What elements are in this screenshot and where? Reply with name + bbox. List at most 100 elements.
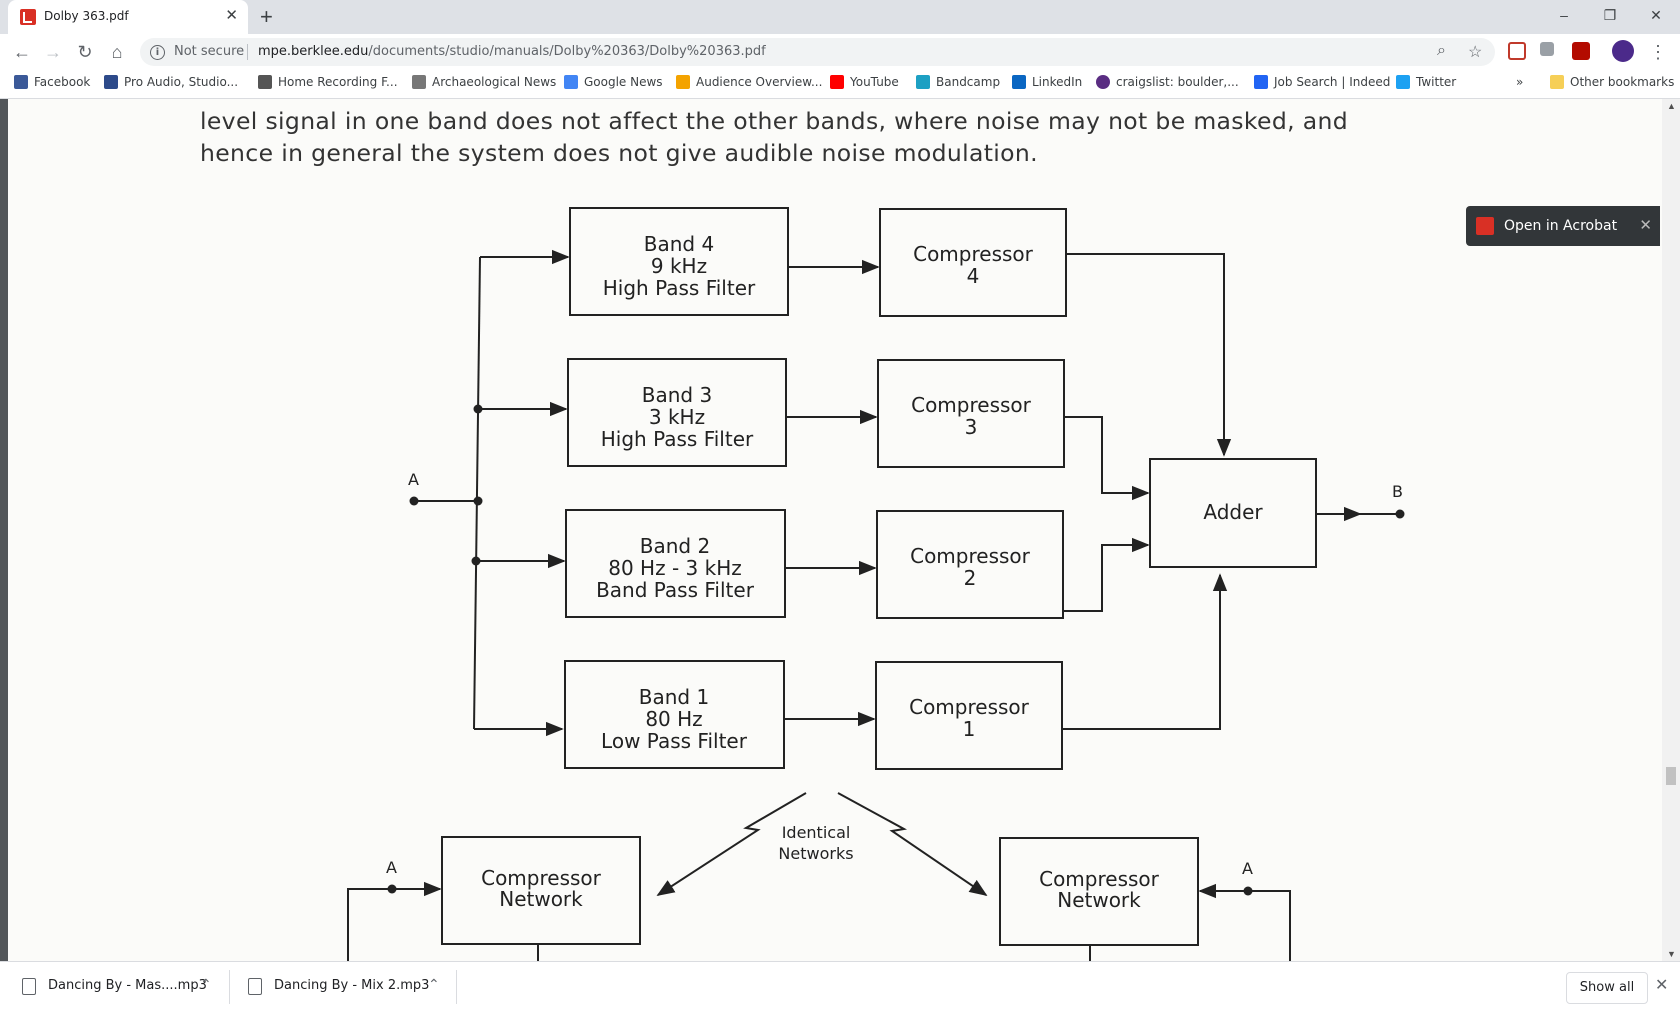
- home-recording-icon: [258, 75, 272, 89]
- craigslist-icon: [1096, 75, 1110, 89]
- compressor-2-label: Compressor: [910, 544, 1031, 568]
- compressor-1-box: [875, 661, 1063, 770]
- band-2-freq: 80 Hz - 3 kHz: [608, 556, 741, 580]
- download-item[interactable]: Dancing By - Mas....mp3 ⌃: [22, 962, 222, 1011]
- omnibox-divider: [247, 44, 248, 60]
- band-3-freq: 3 kHz: [649, 405, 705, 429]
- bookmarks-bar: Facebook Pro Audio, Studio... Home Recor…: [0, 70, 1680, 99]
- compressor-network-left-box: [441, 836, 641, 945]
- pdf-text-line: hence in general the system does not giv…: [200, 139, 1038, 167]
- url-text[interactable]: mpe.berklee.edu/documents/studio/manuals…: [258, 44, 766, 59]
- junction-dot: [473, 404, 483, 414]
- home-icon[interactable]: ⌂: [111, 42, 123, 62]
- menu-kebab-icon[interactable]: ⋮: [1649, 42, 1667, 62]
- band-4-filter: High Pass Filter: [603, 276, 756, 300]
- archaeology-icon: [412, 75, 426, 89]
- scroll-down-icon[interactable]: ▼: [1667, 949, 1676, 959]
- profile-avatar-icon[interactable]: [1612, 40, 1634, 62]
- tab-dolby-pdf[interactable]: Dolby 363.pdf ✕: [8, 0, 248, 34]
- compressor-3-box: [877, 359, 1065, 468]
- security-status[interactable]: Not secure: [174, 44, 245, 59]
- bookmarks-overflow-button[interactable]: »: [1516, 75, 1524, 89]
- youtube-icon: [830, 75, 844, 89]
- compressor-4-box: [879, 208, 1067, 317]
- compressor-1-label: Compressor: [909, 695, 1030, 719]
- identical-networks-line2: Networks: [778, 844, 853, 863]
- junction-dot: [1243, 886, 1253, 896]
- band-1-box: [564, 660, 785, 769]
- back-icon[interactable]: ←: [13, 42, 31, 62]
- chevron-up-icon[interactable]: ⌃: [200, 976, 212, 992]
- facebook-icon: [14, 75, 28, 89]
- junction-dot: [473, 496, 483, 506]
- window-close-icon[interactable]: ✕: [1650, 7, 1662, 23]
- input-node: [409, 496, 419, 506]
- zoom-search-icon[interactable]: ⌕: [1437, 42, 1446, 59]
- restore-icon[interactable]: ❐: [1603, 7, 1617, 23]
- band-4-box: [569, 207, 789, 316]
- compressor-3-label: Compressor: [911, 393, 1032, 417]
- pocket-extension-icon[interactable]: [1508, 42, 1526, 60]
- bookmark-google-news[interactable]: Google News: [564, 75, 663, 93]
- band-4-title: Band 4: [644, 232, 714, 256]
- tab-close-icon[interactable]: ✕: [225, 7, 238, 24]
- show-all-button[interactable]: Show all: [1566, 972, 1648, 1004]
- bookmark-archaeological-news[interactable]: Archaeological News: [412, 75, 556, 93]
- bookmark-twitter[interactable]: Twitter: [1396, 75, 1456, 93]
- forward-icon[interactable]: →: [44, 42, 62, 62]
- bookmark-home-recording[interactable]: Home Recording F...: [258, 75, 398, 93]
- bookmark-youtube[interactable]: YouTube: [830, 75, 899, 93]
- adder-label: Adder: [1203, 500, 1263, 524]
- close-shelf-icon[interactable]: ✕: [1655, 977, 1669, 994]
- adder-box: [1149, 458, 1317, 568]
- dropbox-extension-icon[interactable]: [1540, 42, 1554, 56]
- compressor-3-number: 3: [965, 415, 978, 439]
- scroll-up-icon[interactable]: ▲: [1667, 101, 1676, 111]
- identical-networks-line1: Identical: [782, 823, 851, 842]
- acrobat-close-icon[interactable]: ✕: [1639, 217, 1652, 234]
- info-icon[interactable]: i: [150, 45, 165, 60]
- url-path: /documents/studio/manuals/Dolby%20363/Do…: [368, 44, 766, 59]
- audio-file-icon: [22, 978, 36, 995]
- acrobat-extension-icon[interactable]: [1572, 42, 1590, 60]
- bandcamp-icon: [916, 75, 930, 89]
- band-2-filter: Band Pass Filter: [596, 578, 755, 602]
- junction-dot: [387, 884, 397, 894]
- vertical-scrollbar[interactable]: ▲ ▼: [1662, 99, 1680, 961]
- bookmark-audience-overview[interactable]: Audience Overview...: [676, 75, 822, 93]
- open-in-acrobat-button[interactable]: Open in Acrobat ✕: [1466, 206, 1660, 246]
- bookmark-linkedin[interactable]: LinkedIn: [1012, 75, 1082, 93]
- pdf-page: level signal in one band does not affect…: [8, 99, 1662, 961]
- address-bar[interactable]: i Not secure mpe.berklee.edu/documents/s…: [140, 38, 1495, 66]
- output-node: [1395, 509, 1405, 519]
- bookmark-indeed[interactable]: Job Search | Indeed: [1254, 75, 1390, 93]
- minimize-icon[interactable]: –: [1560, 7, 1568, 23]
- band-1-filter: Low Pass Filter: [601, 729, 748, 753]
- pdf-favicon-icon: [20, 9, 36, 25]
- bookmark-facebook[interactable]: Facebook: [14, 75, 90, 93]
- compressor-4-number: 4: [967, 264, 980, 288]
- tab-title: Dolby 363.pdf: [44, 9, 129, 23]
- acrobat-label: Open in Acrobat: [1504, 218, 1618, 234]
- pdf-viewport[interactable]: level signal in one band does not affect…: [0, 99, 1662, 961]
- band-3-box: [567, 358, 787, 467]
- compressor-network-right-box: [999, 837, 1199, 946]
- band-4-freq: 9 kHz: [651, 254, 707, 278]
- reload-icon[interactable]: ↻: [77, 42, 93, 62]
- scroll-thumb[interactable]: [1666, 767, 1676, 785]
- compressor-4-label: Compressor: [913, 242, 1034, 266]
- folder-icon: [1550, 75, 1564, 89]
- bookmark-star-icon[interactable]: ☆: [1468, 44, 1483, 61]
- new-tab-button[interactable]: +: [260, 4, 273, 29]
- bookmark-bandcamp[interactable]: Bandcamp: [916, 75, 1000, 93]
- download-item[interactable]: Dancing By - Mix 2.mp3 ⌃: [248, 962, 448, 1011]
- band-2-title: Band 2: [640, 534, 710, 558]
- chevron-up-icon[interactable]: ⌃: [428, 976, 440, 992]
- band-3-title: Band 3: [642, 383, 712, 407]
- output-label: B: [1392, 482, 1403, 501]
- other-bookmarks[interactable]: Other bookmarks: [1550, 75, 1674, 93]
- network-right-input-label: A: [1242, 859, 1253, 878]
- bookmark-pro-audio[interactable]: Pro Audio, Studio...: [104, 75, 238, 93]
- bookmark-craigslist[interactable]: craigslist: boulder,...: [1096, 75, 1239, 93]
- network-right-line1: Compressor: [1039, 867, 1160, 891]
